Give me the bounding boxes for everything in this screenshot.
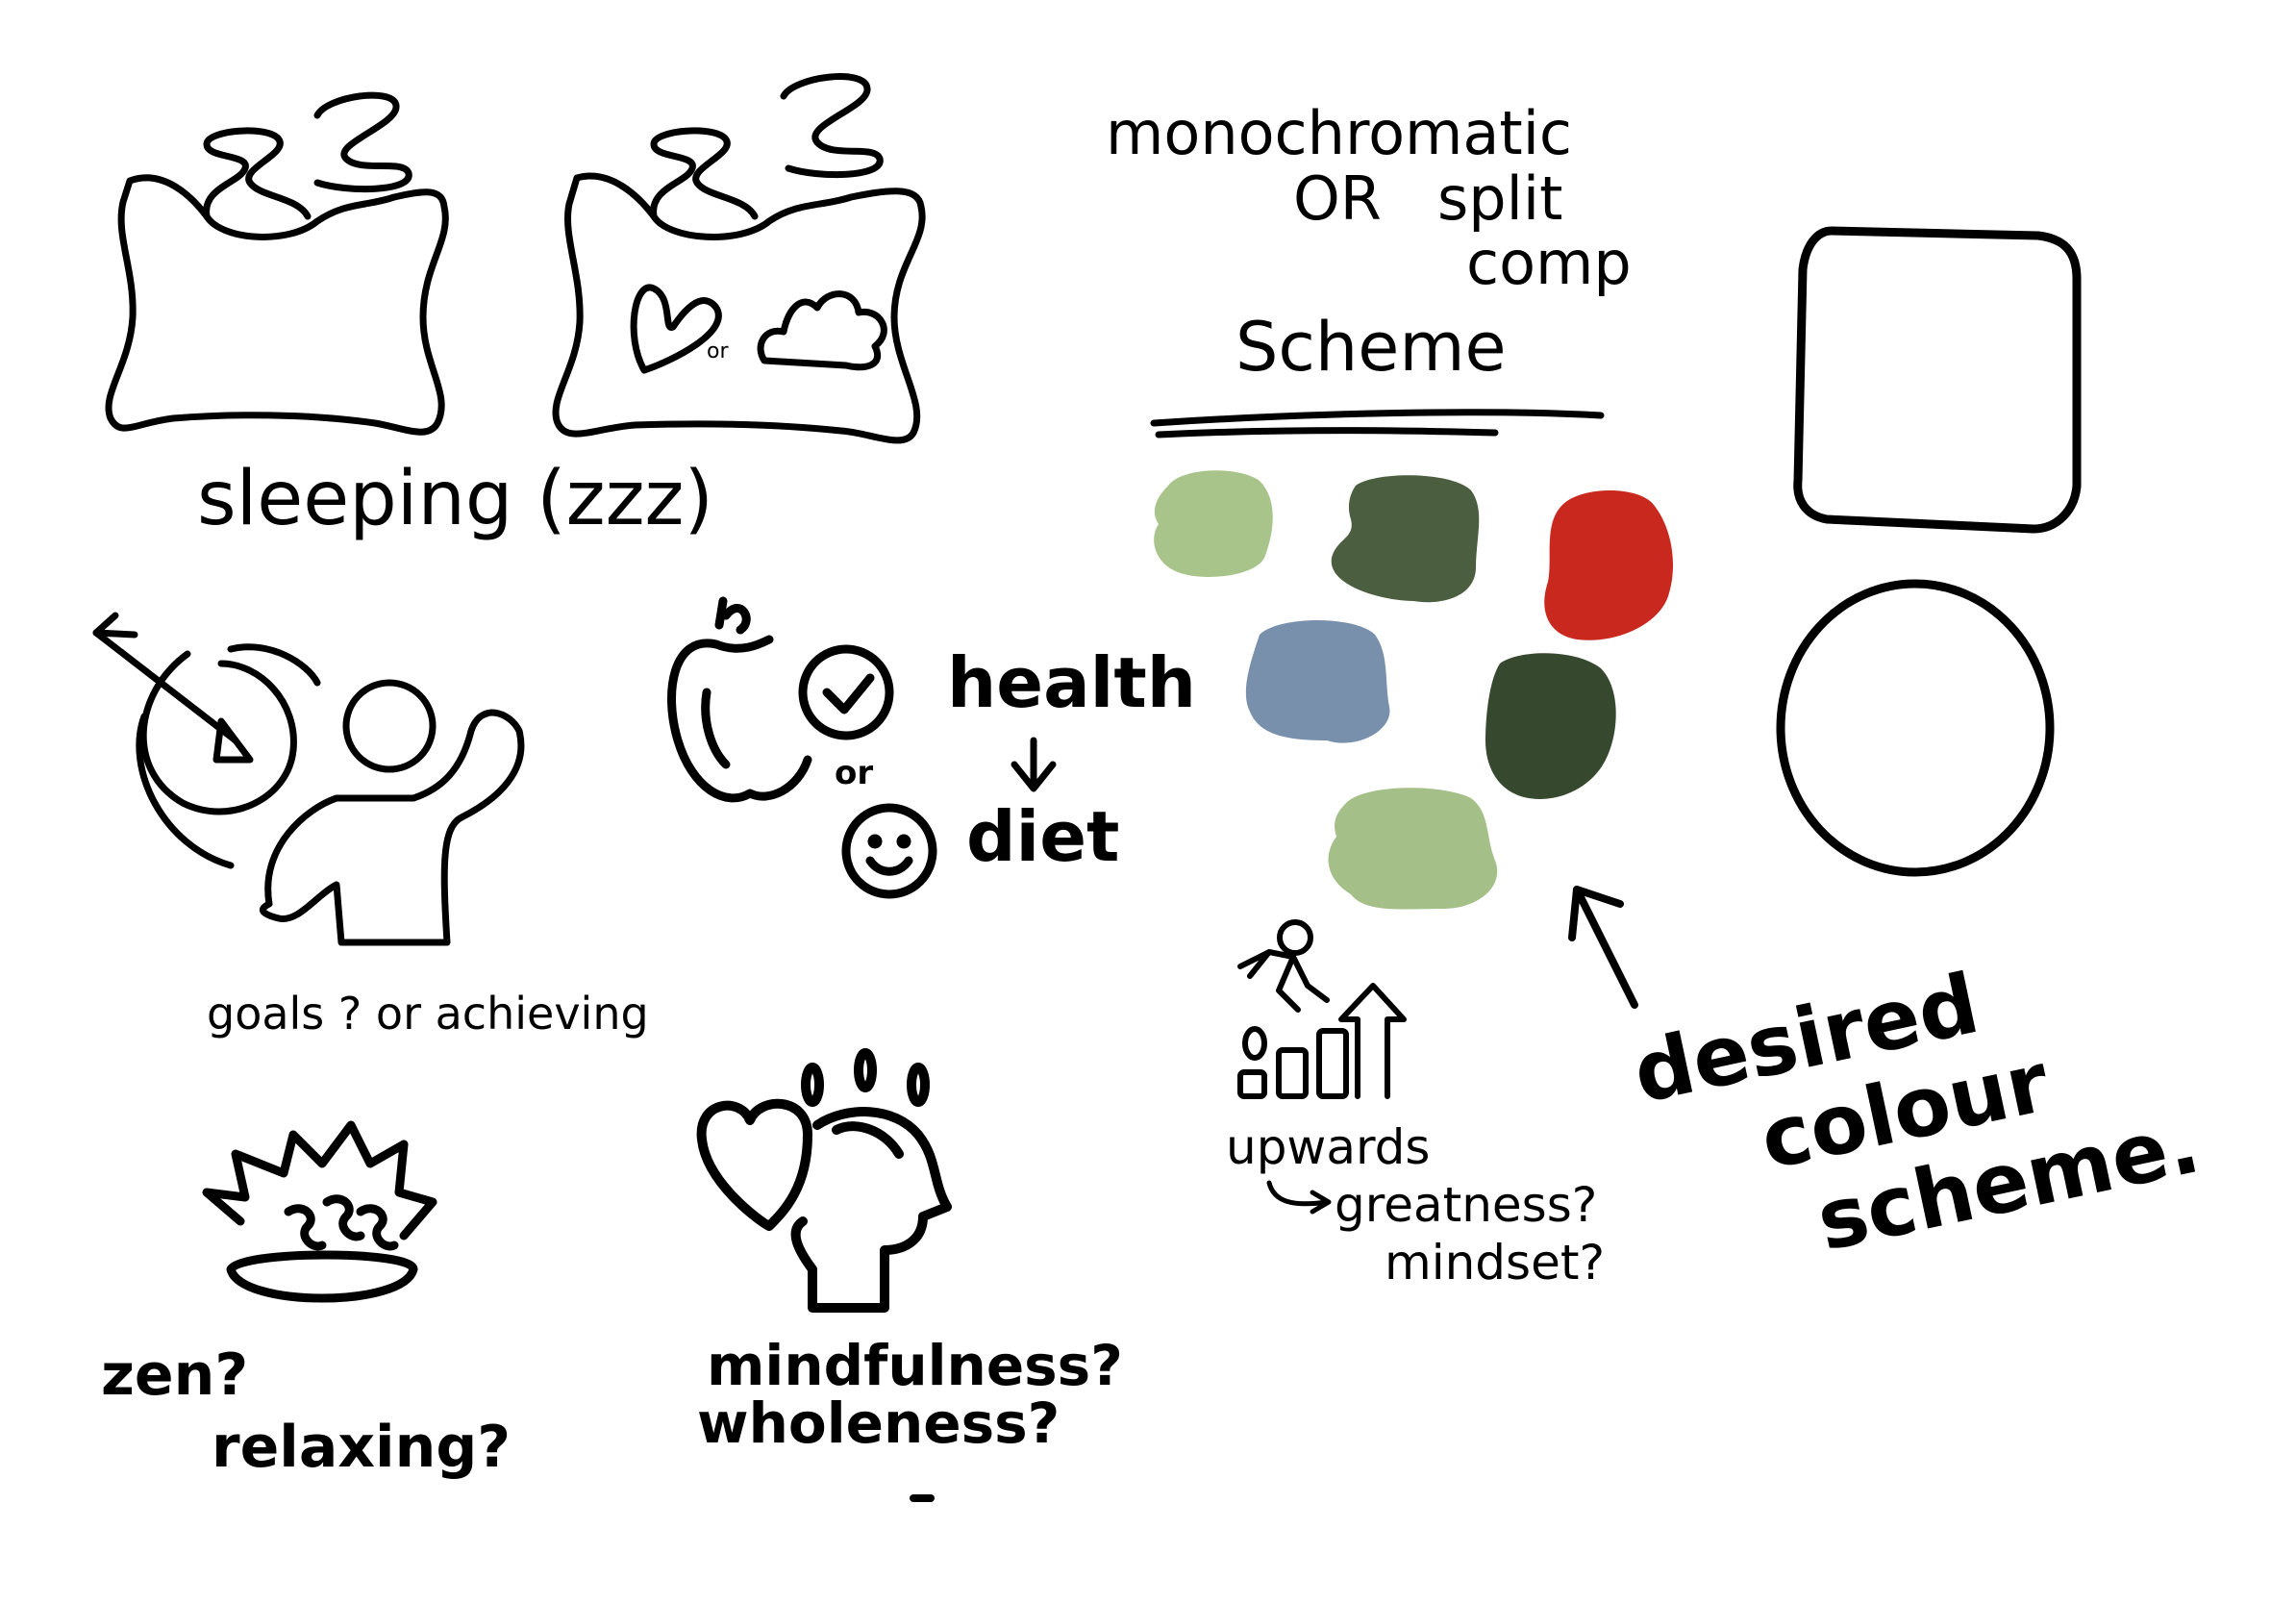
stairs-upwards-icon bbox=[1237, 919, 1407, 1099]
wholeness-label: wholeness? bbox=[697, 1391, 1060, 1456]
monochromatic-label: monochromatic bbox=[1106, 98, 1572, 168]
circle-shape bbox=[1776, 579, 2055, 877]
pillow-zzz-icon bbox=[105, 91, 449, 436]
swatch-red bbox=[1544, 490, 1673, 640]
diet-label: diet bbox=[966, 796, 1119, 877]
colour-swatches bbox=[1154, 470, 1673, 910]
swatch-blue-grey bbox=[1245, 620, 1390, 743]
greatness-label: greatness? bbox=[1335, 1177, 1597, 1233]
or-small-label: or bbox=[707, 339, 729, 363]
lotus-relax-icon bbox=[202, 1120, 437, 1303]
upwards-label: upwards bbox=[1226, 1119, 1430, 1175]
health-diet-arrow-icon bbox=[1011, 737, 1057, 792]
swatch-deep-green bbox=[1485, 653, 1616, 799]
mindset-label: mindset? bbox=[1385, 1235, 1605, 1291]
relaxing-label: relaxing? bbox=[212, 1414, 511, 1481]
swatch-sage-green bbox=[1328, 788, 1498, 910]
health-label: health bbox=[947, 642, 1196, 723]
upwards-arrow-icon bbox=[1266, 1180, 1332, 1215]
pillow-heart-cloud-icon bbox=[552, 73, 926, 444]
swatch-light-green bbox=[1154, 470, 1273, 577]
scheme-underline bbox=[1150, 409, 1605, 439]
comp-label: comp bbox=[1466, 228, 1632, 298]
heart-head-mindfulness-icon bbox=[696, 1048, 952, 1313]
rounded-square-shape bbox=[1793, 226, 2082, 534]
or-split-label: OR bbox=[1293, 163, 1382, 234]
arrow-up-icon bbox=[1568, 886, 1638, 1009]
or-apple-label: or bbox=[835, 754, 873, 792]
split-label: split bbox=[1437, 163, 1562, 234]
goals-label: goals ? or achieving bbox=[207, 988, 649, 1040]
zen-label: zen? bbox=[101, 1341, 248, 1409]
apple-check-smiley-icon bbox=[667, 596, 937, 899]
scheme-label: Scheme bbox=[1235, 308, 1507, 387]
swatch-dark-olive bbox=[1331, 475, 1480, 603]
sleeping-label: sleeping (zzz) bbox=[197, 456, 713, 542]
mindfulness-label: mindfulness? bbox=[707, 1333, 1123, 1398]
goal-target-person-icon bbox=[92, 612, 525, 946]
